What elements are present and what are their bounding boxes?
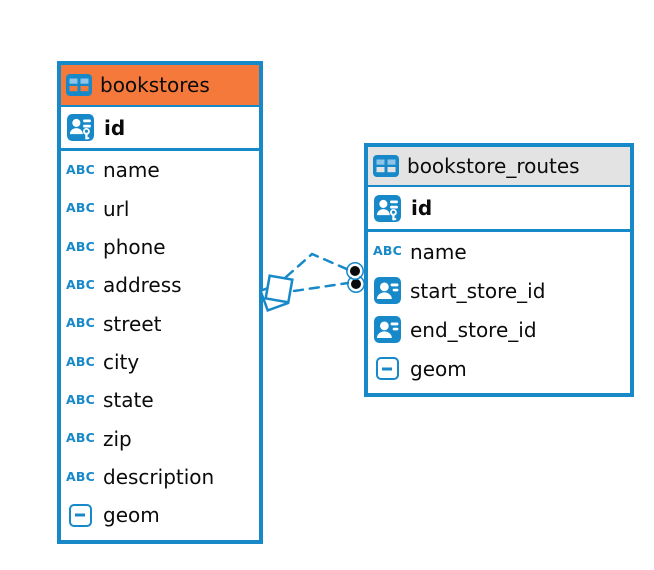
text-type-icon: ABC — [66, 468, 95, 484]
column-row[interactable]: ABC name — [61, 151, 259, 189]
column-row[interactable]: geom — [61, 496, 259, 534]
column-name: zip — [103, 426, 132, 451]
column-name: address — [103, 273, 182, 298]
table-icon — [66, 74, 92, 96]
column-name: state — [103, 388, 154, 413]
text-type-icon: ABC — [66, 315, 95, 331]
text-type-icon: ABC — [66, 353, 95, 369]
geometry-type-icon — [69, 503, 92, 527]
column-row-primary-key[interactable]: id — [368, 187, 630, 232]
column-name: street — [103, 311, 162, 336]
relationship-line-upper[interactable] — [284, 252, 351, 279]
text-type-icon: ABC — [66, 276, 95, 292]
text-type-icon: ABC — [66, 391, 95, 407]
table-title: bookstore_routes — [407, 154, 580, 178]
column-name: description — [103, 464, 215, 489]
column-name: geom — [410, 356, 467, 381]
text-type-icon: ABC — [66, 238, 95, 254]
primary-key-icon — [374, 194, 401, 222]
column-name: phone — [103, 234, 166, 259]
column-name: geom — [103, 503, 160, 528]
column-row[interactable]: start_store_id — [368, 271, 630, 310]
foreign-key-icon — [374, 277, 401, 304]
relationship-cardinality-glyph[interactable] — [258, 274, 294, 313]
column-row[interactable]: ABC description — [61, 458, 259, 496]
column-row[interactable]: ABC phone — [61, 228, 259, 266]
relationship-line-lower[interactable] — [292, 281, 350, 293]
column-row-primary-key[interactable]: id — [61, 107, 259, 151]
column-row[interactable]: ABC address — [61, 266, 259, 304]
column-name: id — [411, 196, 433, 220]
column-row[interactable]: ABC url — [61, 189, 259, 227]
column-name: id — [104, 115, 126, 140]
column-row[interactable]: end_store_id — [368, 310, 630, 349]
text-type-icon: ABC — [66, 200, 95, 216]
column-name: name — [103, 158, 160, 183]
foreign-key-icon — [374, 316, 401, 343]
column-name: name — [410, 239, 467, 264]
column-row[interactable]: ABC name — [368, 232, 630, 271]
text-type-icon: ABC — [373, 243, 402, 259]
table-header-bookstores[interactable]: bookstores — [61, 65, 259, 107]
column-row[interactable]: geom — [368, 349, 630, 388]
column-name: city — [103, 349, 140, 374]
table-header-bookstore-routes[interactable]: bookstore_routes — [368, 147, 630, 187]
column-row[interactable]: ABC street — [61, 304, 259, 342]
column-name: start_store_id — [410, 278, 546, 303]
column-row[interactable]: ABC zip — [61, 419, 259, 457]
relationship-endpoint-dots[interactable] — [346, 262, 365, 293]
column-row[interactable]: ABC city — [61, 343, 259, 381]
table-bookstore-routes[interactable]: bookstore_routes id ABC name — [364, 143, 634, 397]
primary-key-icon — [67, 114, 94, 141]
table-title: bookstores — [100, 73, 210, 97]
text-type-icon: ABC — [66, 430, 95, 446]
column-name: url — [103, 196, 130, 221]
geometry-type-icon — [376, 357, 399, 380]
table-bookstores[interactable]: bookstores id ABC name — [57, 61, 263, 544]
column-row[interactable]: ABC state — [61, 381, 259, 419]
text-type-icon: ABC — [66, 161, 95, 177]
column-name: end_store_id — [410, 317, 537, 342]
table-icon — [373, 155, 399, 177]
